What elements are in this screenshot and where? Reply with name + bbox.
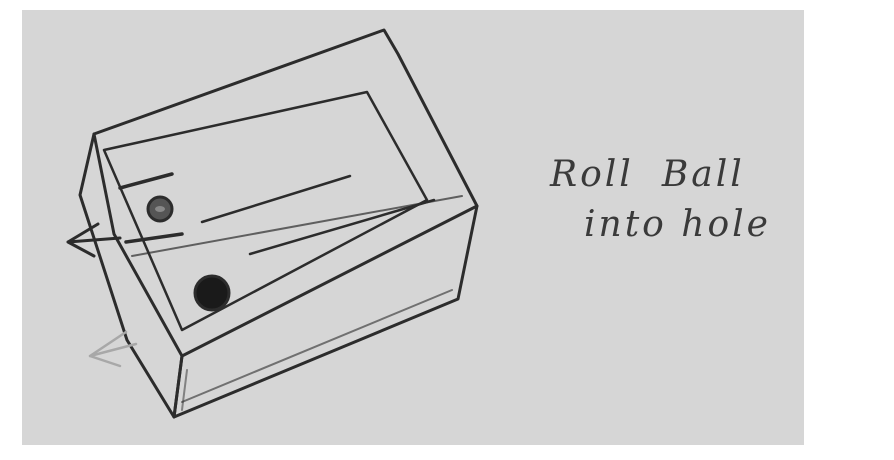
lane-middle-left [124, 232, 184, 244]
paper-sheet: Roll Ball into hole [22, 10, 804, 445]
caption-text: Roll Ball into hole [550, 150, 804, 250]
box-top-face [92, 28, 479, 358]
caption-line-2: into hole [584, 204, 771, 245]
lane-upper [200, 174, 352, 224]
caption-word-ball: Ball [661, 154, 745, 195]
tray-inner-outline [102, 90, 429, 332]
ball-large [193, 274, 231, 312]
box-sketch [66, 28, 479, 419]
caption-word-roll: Roll [550, 154, 634, 195]
caption-line-1: Roll Ball [550, 150, 804, 200]
box-front-face [172, 204, 479, 419]
tray-divider [131, 195, 463, 257]
lane-middle [248, 198, 436, 256]
lane-upper-left [118, 172, 174, 190]
arrow-left-icon [66, 222, 122, 258]
arrow-left-faded-icon [88, 330, 138, 368]
